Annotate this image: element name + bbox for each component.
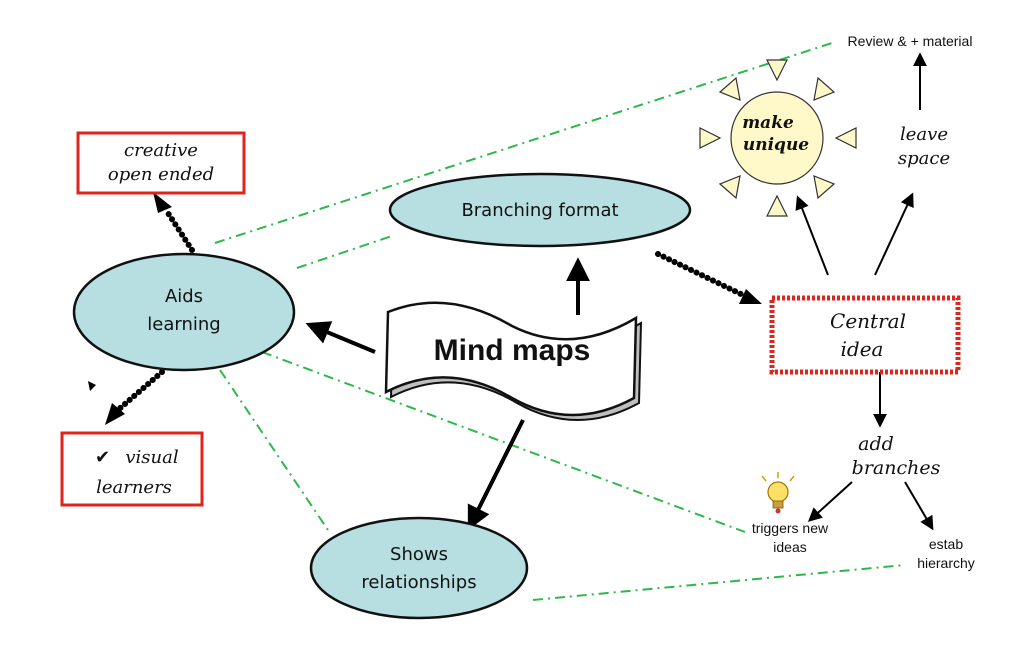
dash-line-aids-triggers <box>261 351 746 533</box>
creative-open-ended-box <box>76 131 246 195</box>
dotted-arrows <box>115 207 748 413</box>
estab-hierarchy-line2: hierarchy <box>917 555 975 571</box>
bullet-marker <box>88 381 96 391</box>
visual-label-line1: visual <box>125 447 178 468</box>
central-idea-box <box>769 295 961 375</box>
creative-label-line1: creative <box>124 140 198 161</box>
solid-arrows <box>305 52 934 531</box>
branching-format-label: Branching format <box>461 200 618 221</box>
dotted-arrowhead-visual <box>105 403 125 425</box>
sun-shape <box>699 59 857 217</box>
dash-line-aids-shows <box>219 369 329 531</box>
aids-learning-label-line2: learning <box>147 314 220 335</box>
aids-learning-label-line1: Aids <box>165 286 203 307</box>
dotted-arrow-visual <box>115 369 165 413</box>
dotted-arrowhead-creative <box>153 192 172 213</box>
add-branches-line1: add <box>858 433 894 455</box>
sun-disc <box>730 91 824 185</box>
dotted-arrow-creative <box>163 207 195 253</box>
checkmark-icon: ✔ <box>95 447 110 467</box>
arrow-to-triggers <box>807 481 853 522</box>
aids-learning-oval <box>72 252 296 372</box>
mind-maps-title: Mind maps <box>434 334 591 367</box>
shows-relationships-label-line1: Shows <box>390 544 448 565</box>
leave-space-line1: leave <box>900 124 948 145</box>
visual-learners-box <box>60 431 204 507</box>
leave-space-line2: space <box>898 148 950 169</box>
dotted-arrow-heads <box>105 192 762 425</box>
dash-line-aids-review <box>214 41 836 244</box>
arrow-to-estab <box>904 481 934 531</box>
review-material-label: Review & + material <box>848 33 973 49</box>
dash-line-shows-estab <box>532 564 906 601</box>
central-idea-line2: idea <box>841 337 884 361</box>
triggers-new-ideas-line1: triggers new <box>752 520 829 536</box>
dotted-arrow-central <box>655 251 748 299</box>
triggers-new-ideas-line2: ideas <box>773 539 806 555</box>
make-unique-line1: make <box>742 113 794 133</box>
mind-maps-banner: Mind maps <box>384 301 643 421</box>
arrow-to-aids <box>305 321 376 354</box>
dotted-arrowhead-central <box>739 289 762 304</box>
arrow-to-leave-space <box>874 192 914 276</box>
estab-hierarchy-line1: estab <box>929 536 963 552</box>
visual-label-line2: learners <box>96 477 172 498</box>
dash-line-aids-branching <box>296 235 393 269</box>
make-unique-line2: unique <box>743 135 809 155</box>
arrow-to-make-unique <box>795 195 829 276</box>
shows-relationships-oval <box>309 516 529 620</box>
dash-connectors <box>214 41 906 601</box>
creative-label-line2: open ended <box>108 164 214 185</box>
light-bulb-icon <box>761 472 795 514</box>
arrow-to-shows <box>467 419 525 531</box>
add-branches-line2: branches <box>852 457 941 479</box>
central-idea-line1: Central <box>830 309 906 333</box>
shows-relationships-label-line2: relationships <box>361 572 476 593</box>
branching-format-oval <box>388 172 692 248</box>
